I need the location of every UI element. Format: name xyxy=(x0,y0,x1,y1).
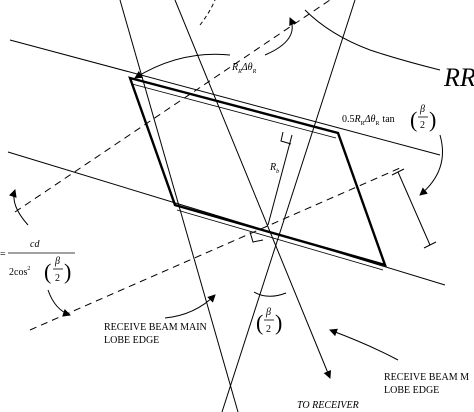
rhombus-inner-edge xyxy=(131,83,337,139)
svg-text:(: ( xyxy=(44,259,51,284)
resolution-cell-rhombus xyxy=(128,76,387,267)
top-dashed-curve xyxy=(199,0,216,26)
cd-formula: = cd 2cos2 ( β 2 ) xyxy=(0,239,75,284)
cd-arrow-down xyxy=(47,289,71,317)
right-angle-mark-top xyxy=(280,131,292,145)
svg-text:β: β xyxy=(265,307,271,318)
svg-text:): ) xyxy=(64,259,71,284)
dimension-tick-bottom xyxy=(423,241,437,249)
rb-label: Rb xyxy=(269,162,279,175)
dimension-line xyxy=(397,171,431,246)
svg-text:2: 2 xyxy=(266,324,271,335)
svg-text:=: = xyxy=(0,249,6,260)
lower-dashed-line xyxy=(29,167,401,331)
svg-text:β: β xyxy=(54,256,60,267)
rb-perpendicular xyxy=(267,134,293,226)
receive-left-arrow xyxy=(164,294,216,319)
upper-solid-line xyxy=(9,39,441,156)
svg-text:): ) xyxy=(429,107,436,132)
half-formula-arrow xyxy=(419,134,443,196)
svg-text:2cos2: 2cos2 xyxy=(9,266,30,278)
svg-text:(: ( xyxy=(410,107,417,132)
range-res-arrow-left xyxy=(134,53,231,79)
svg-text:): ) xyxy=(275,310,282,335)
boresight-line xyxy=(174,0,332,379)
svg-text:2: 2 xyxy=(420,120,425,131)
receive-right-arrow xyxy=(329,328,399,361)
rr-label: RR xyxy=(443,63,474,92)
receive-beam-left-label: RECEIVE BEAM MAIN LOBE EDGE xyxy=(104,322,209,346)
dimension-tick-top xyxy=(391,168,405,176)
svg-text:2: 2 xyxy=(55,273,60,284)
receive-beam-right-label: RECEIVE BEAM M LOBE EDGE xyxy=(384,372,472,396)
top-right-curve xyxy=(304,9,441,71)
upper-dashed-line xyxy=(14,0,331,213)
range-res-arrow-right xyxy=(264,17,297,56)
svg-text:(: ( xyxy=(256,310,263,335)
beta-half-arc xyxy=(253,291,287,297)
rhombus-inner-edge-lower xyxy=(176,209,384,271)
range-resolution-label: RRΔθR xyxy=(231,62,257,75)
svg-text:β: β xyxy=(419,104,425,115)
cd-arrow-up xyxy=(8,189,29,226)
to-receiver-label: TO RECEIVER xyxy=(297,400,359,411)
right-angle-mark-bottom xyxy=(249,231,264,243)
svg-text:cd: cd xyxy=(30,239,40,250)
right-beam-edge xyxy=(221,0,356,412)
beta-half-label: ( β 2 ) xyxy=(256,307,282,335)
